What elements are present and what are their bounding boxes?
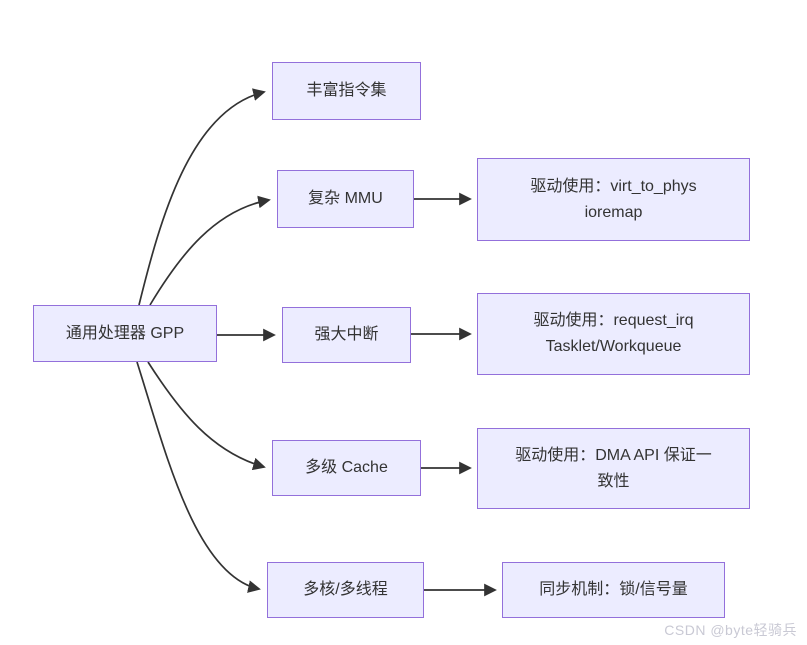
node-complex-mmu: 复杂 MMU	[277, 170, 414, 228]
node-strong-interrupt: 强大中断	[282, 307, 411, 363]
edge-gpp-to-multicore	[136, 361, 261, 593]
node-detail-dma-api: 驱动使用：DMA API 保证一 致性	[477, 428, 750, 509]
edge-gpp-to-complex-mmu	[149, 195, 271, 306]
node-detail-virt-to-phys: 驱动使用：virt_to_phys ioremap	[477, 158, 750, 241]
node-detail-sync-mechanism: 同步机制：锁/信号量	[502, 562, 725, 618]
node-gpp: 通用处理器 GPP	[33, 305, 217, 362]
node-rich-instruction-set: 丰富指令集	[272, 62, 421, 120]
edge-gpp-to-rich-instruction-set	[138, 88, 266, 306]
node-multilevel-cache: 多级 Cache	[272, 440, 421, 496]
edge-gpp-to-multilevel-cache	[147, 361, 266, 471]
node-multicore-multithread: 多核/多线程	[267, 562, 424, 618]
csdn-watermark: CSDN @byte轻骑兵	[664, 622, 797, 638]
node-detail-request-irq: 驱动使用：request_irq Tasklet/Workqueue	[477, 293, 750, 375]
